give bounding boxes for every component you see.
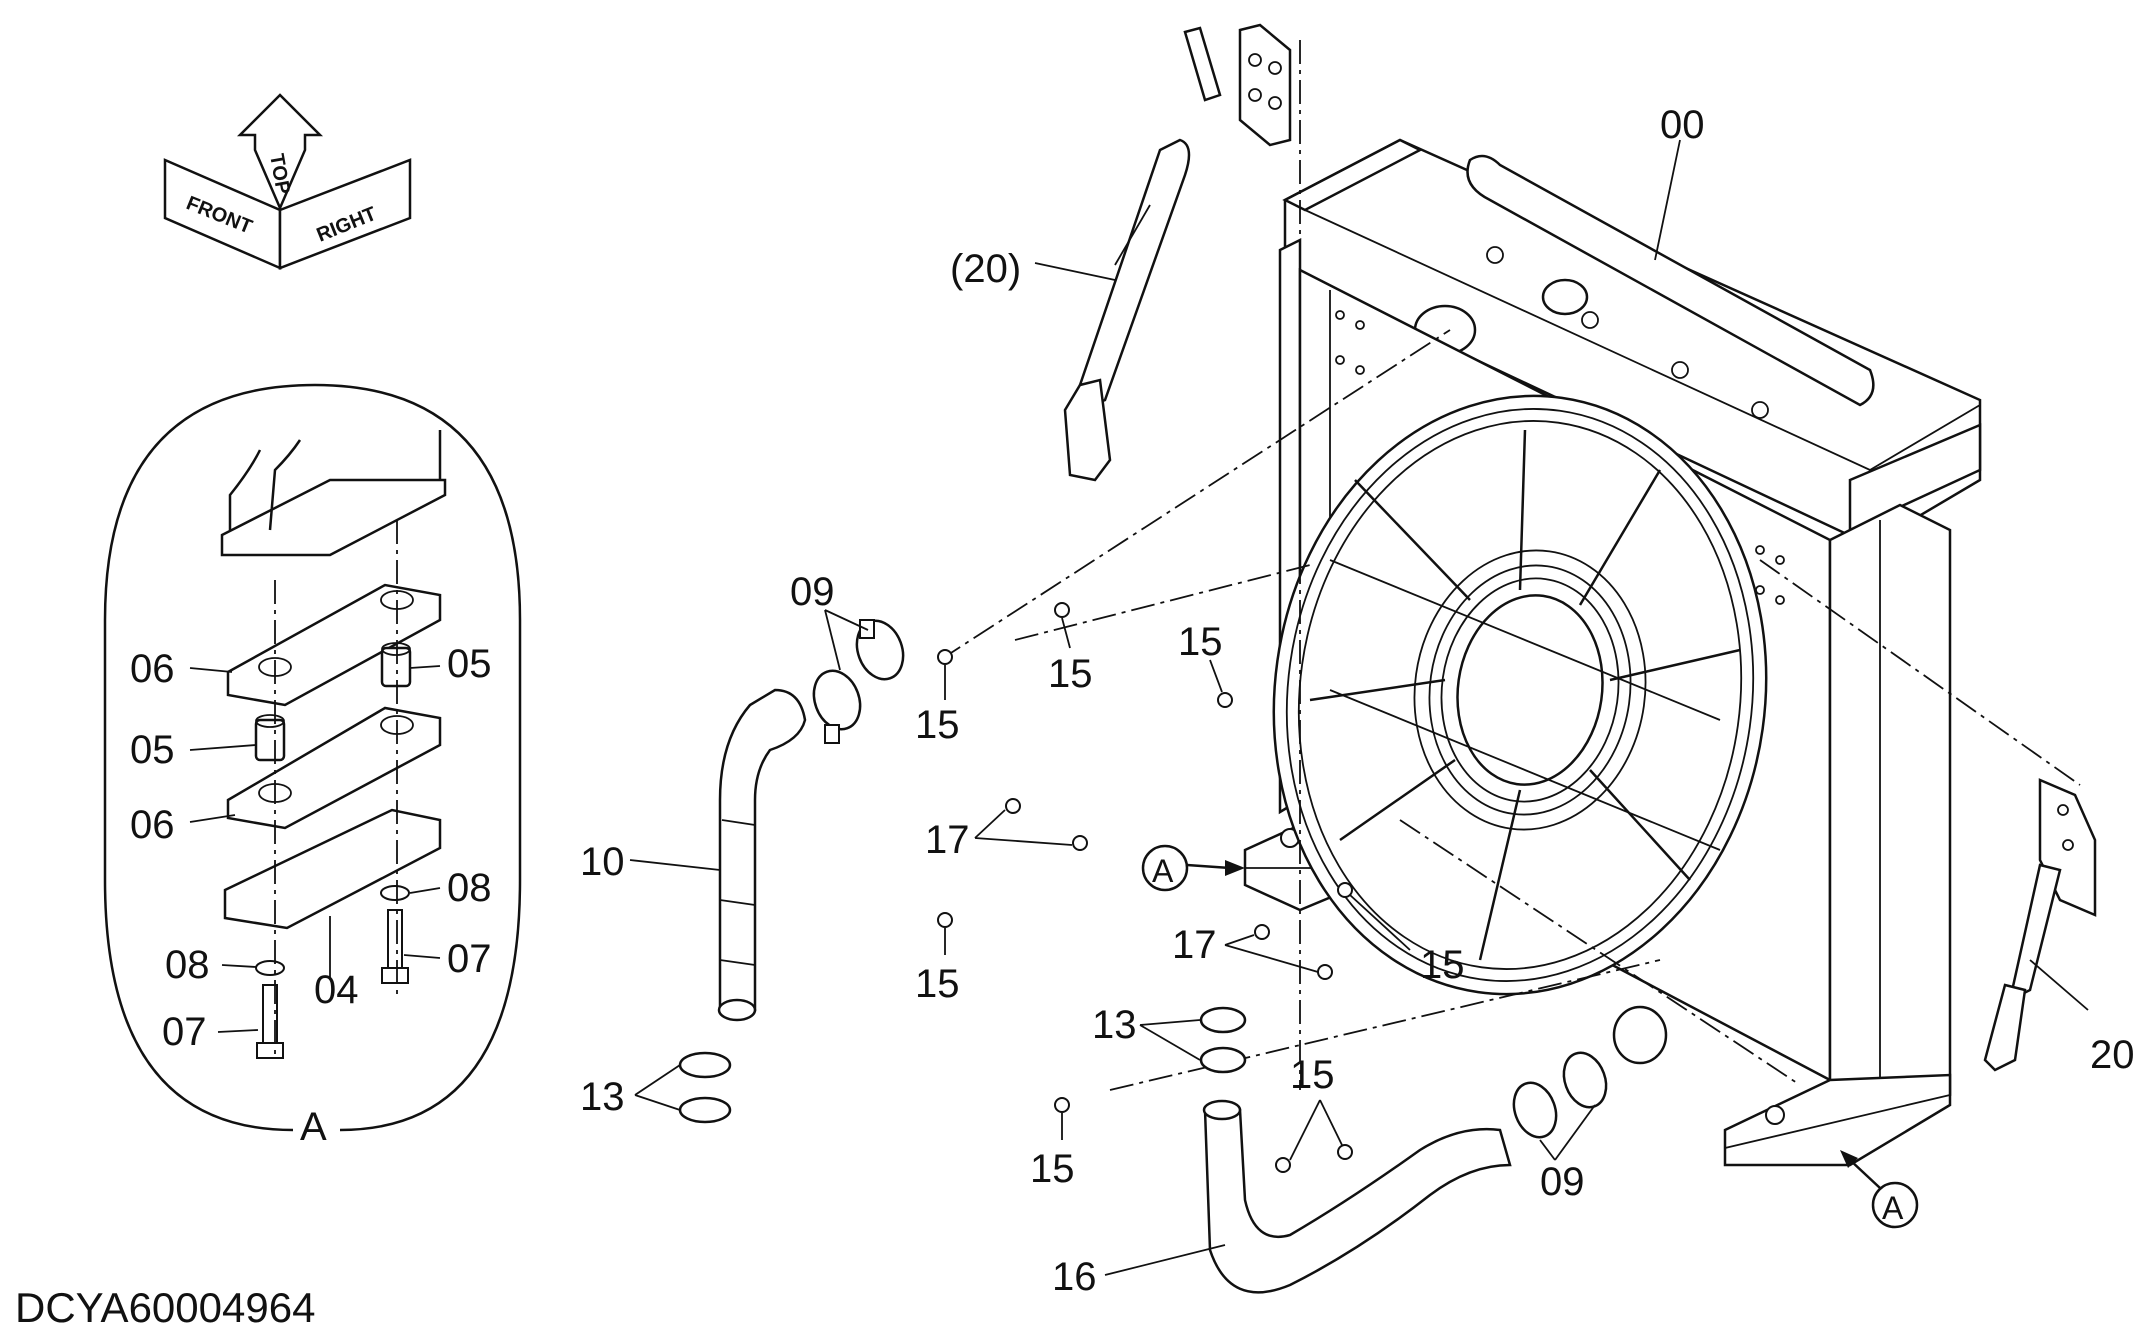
callout-05-right: 05	[447, 642, 492, 686]
drawing-id: DCYA60004964	[15, 1284, 315, 1331]
clamp-13-left	[678, 1051, 732, 1124]
callout-08-left: 08	[165, 943, 210, 987]
washer-08-right	[380, 885, 410, 901]
radiator-cap	[1541, 278, 1589, 316]
callout-09-upper: 09	[790, 570, 835, 614]
mount-pad-right	[1723, 1073, 1952, 1167]
detail-view-a: 06 05 05 06 08 08 07 04 07 A	[103, 383, 522, 1149]
callout-15-left: 15	[915, 962, 960, 1006]
stay-20-upper	[1063, 23, 1292, 482]
callout-15-top-right: 15	[1178, 620, 1223, 664]
callout-13-middle: 13	[1092, 1003, 1137, 1047]
callout-09-lower: 09	[1540, 1160, 1585, 1204]
plate-06-lower	[226, 706, 442, 830]
hose-16	[1202, 1099, 1512, 1294]
stay-20-lower	[1983, 778, 2097, 1072]
hose-10	[717, 688, 807, 1022]
spacer-05-left	[254, 718, 286, 762]
callout-15-center: 15	[1420, 943, 1465, 987]
clamp-09-upper	[812, 619, 905, 744]
callout-06-upper: 06	[130, 647, 175, 691]
callout-20: 20	[2090, 1033, 2135, 1077]
spacer-05-right	[380, 646, 412, 688]
callout-00: 00	[1660, 103, 1705, 147]
callout-15-lower: 15	[1290, 1053, 1335, 1097]
fan-shroud	[1272, 394, 1768, 996]
section-a-upper-label: A	[1152, 853, 1174, 889]
washer-08-left	[255, 960, 285, 976]
callout-05-left: 05	[130, 728, 175, 772]
callout-20-reference: (20)	[950, 247, 1021, 291]
callout-04: 04	[314, 968, 359, 1012]
bolt-07-right	[387, 909, 403, 973]
callout-15-bottom: 15	[1030, 1147, 1075, 1191]
callout-17-lower: 17	[1172, 923, 1217, 967]
callout-16: 16	[1052, 1255, 1097, 1299]
bolts-15-17	[937, 602, 1353, 1173]
section-a-lower-label: A	[1882, 1190, 1904, 1226]
callout-15-top-left: 15	[915, 703, 960, 747]
detail-view-a-title: A	[300, 1105, 327, 1149]
callout-10: 10	[580, 840, 625, 884]
callout-07-right: 07	[447, 937, 492, 981]
clamp-09-lower	[1512, 1051, 1608, 1139]
clamp-13-middle	[1199, 1006, 1247, 1074]
lower-outlet	[1612, 1005, 1668, 1065]
detail-view-a-outline	[103, 383, 522, 1132]
section-arrow-a-upper	[1141, 844, 1245, 892]
section-arrow-a-lower	[1840, 1150, 1919, 1229]
callout-08-right: 08	[447, 866, 492, 910]
callout-06-lower: 06	[130, 803, 175, 847]
callout-15-middle: 15	[1048, 652, 1093, 696]
callout-13-left: 13	[580, 1075, 625, 1119]
plate-04	[223, 808, 442, 930]
orientation-icon: FRONT TOP RIGHT	[163, 93, 412, 270]
callout-17-upper: 17	[925, 818, 970, 862]
callout-07-left: 07	[162, 1010, 207, 1054]
